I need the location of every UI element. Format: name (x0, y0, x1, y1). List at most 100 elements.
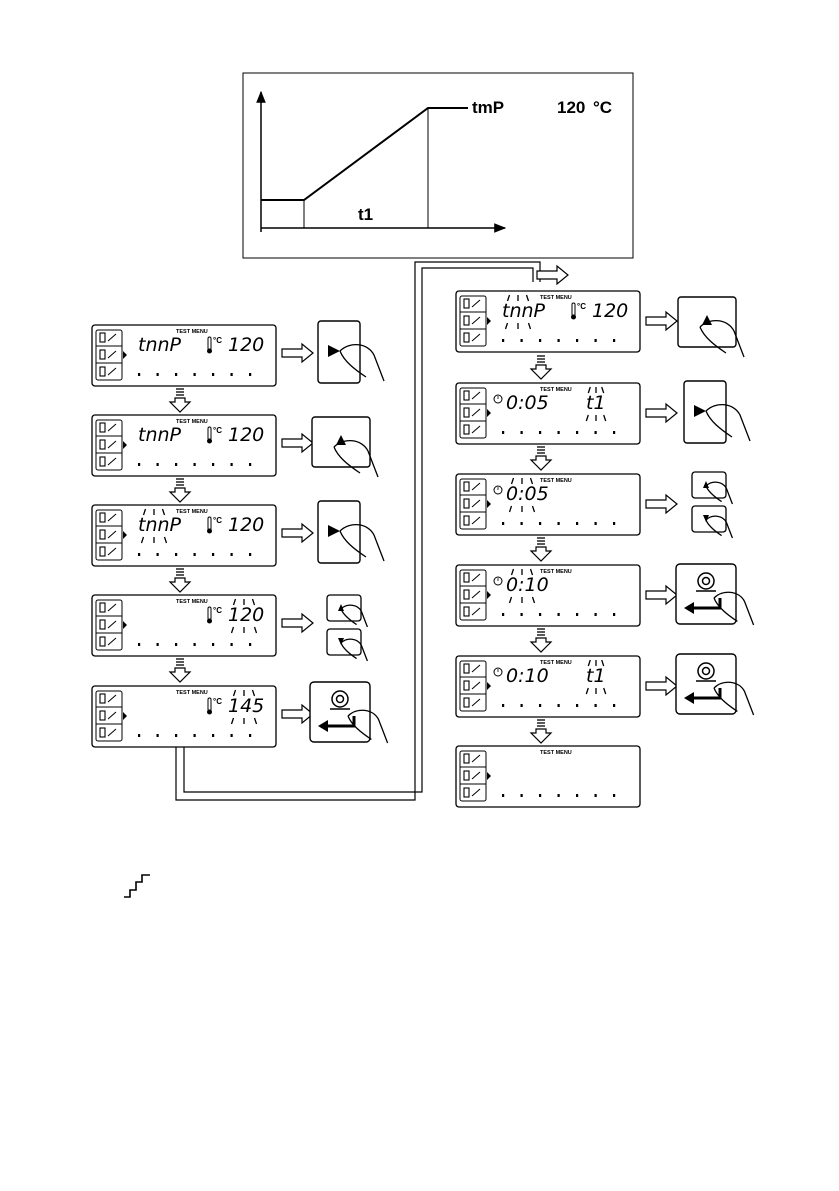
lcd-value: 120 (228, 604, 264, 626)
lcd-word: tnnP (138, 514, 182, 536)
lcd-value: 120 (228, 334, 264, 356)
right-key-button (318, 321, 384, 383)
segment-dot (502, 339, 504, 342)
segment-dot (212, 373, 214, 376)
segment-dot (613, 431, 615, 434)
segment-dot (212, 643, 214, 646)
lcd-word: tnnP (138, 424, 182, 446)
temperature-unit: °C (593, 98, 612, 117)
segment-dot (613, 522, 615, 525)
segment-dot (613, 704, 615, 707)
enter-key-button (676, 654, 754, 715)
flow-right-arrow (646, 495, 677, 513)
segment-dot (539, 704, 541, 707)
segment-dot (539, 613, 541, 616)
segment-dot (157, 734, 159, 737)
segment-dot (249, 463, 251, 466)
lcd-display: TEST MENU (456, 746, 640, 807)
segment-dot (157, 553, 159, 556)
flow-right-arrow (282, 705, 313, 723)
flow-right-arrow (282, 614, 313, 632)
flow-down-arrow (531, 356, 551, 379)
flow-down-arrow (531, 447, 551, 470)
lcd-value: 120 (592, 300, 628, 322)
lcd-time: 0:05 (506, 392, 549, 414)
segment-dot (576, 522, 578, 525)
segment-dot (194, 734, 196, 737)
segment-dot (521, 522, 523, 525)
lcd-display: TEST MENUtnnP°C120 (92, 505, 276, 566)
segment-dot (521, 339, 523, 342)
segment-dot (194, 553, 196, 556)
enter-key-button (310, 682, 388, 743)
flow-right-arrow (282, 344, 313, 362)
segment-dot (558, 794, 560, 797)
t1-label: t1 (358, 205, 373, 224)
flow-down-arrow (531, 720, 551, 743)
flow-down-arrow (170, 659, 190, 682)
right-key-button (318, 501, 384, 563)
segment-dot (521, 431, 523, 434)
temperature-ramp-graph: tmP 120 °C t1 (243, 73, 633, 258)
segment-dot (613, 613, 615, 616)
segment-dot (576, 704, 578, 707)
segment-dot (175, 643, 177, 646)
segment-dot (558, 613, 560, 616)
flow-down-arrow (170, 569, 190, 592)
lcd-display: TEST MENU0:05t1 (456, 383, 640, 444)
flow-down-arrow (170, 389, 190, 412)
segment-dot (558, 431, 560, 434)
segment-dot (576, 431, 578, 434)
segment-dot (521, 704, 523, 707)
segment-dot (231, 463, 233, 466)
lcd-t1: t1 (586, 392, 606, 414)
tmp-label: tmP (472, 98, 504, 117)
segment-dot (231, 373, 233, 376)
segment-dot (212, 553, 214, 556)
segment-dot (212, 463, 214, 466)
enter-key-button (676, 564, 754, 625)
segment-dot (576, 613, 578, 616)
segment-dot (613, 339, 615, 342)
segment-dot (138, 373, 140, 376)
segment-dot (539, 431, 541, 434)
segment-dot (138, 734, 140, 737)
flow-right-arrow (282, 524, 313, 542)
test-menu-label: TEST MENU (176, 690, 208, 696)
segment-dot (231, 553, 233, 556)
flow-right-arrow (646, 677, 677, 695)
segment-dot (212, 734, 214, 737)
segment-dot (175, 373, 177, 376)
segment-dot (576, 794, 578, 797)
lcd-display: TEST MENU0:10t1 (456, 656, 640, 717)
segment-dot (175, 553, 177, 556)
segment-dot (613, 794, 615, 797)
temperature-curve (261, 108, 468, 200)
segment-dot (595, 794, 597, 797)
flow-right-arrow (282, 434, 313, 452)
segment-dot (595, 704, 597, 707)
lcd-display: TEST MENUtnnP°C120 (92, 325, 276, 386)
up-down-key-button (692, 472, 732, 538)
segment-dot (175, 463, 177, 466)
flow-right-arrow (646, 586, 677, 604)
flow-down-arrow (170, 479, 190, 502)
segment-dot (157, 643, 159, 646)
segment-dot (249, 373, 251, 376)
segment-dot (539, 339, 541, 342)
segment-dot (249, 643, 251, 646)
celsius-unit: °C (213, 426, 222, 435)
segment-dot (249, 734, 251, 737)
segment-dot (502, 704, 504, 707)
lcd-time: 0:10 (506, 665, 549, 687)
lcd-display: TEST MENU°C145 (92, 686, 276, 747)
stair-step-icon (124, 875, 150, 897)
lcd-value: 120 (228, 424, 264, 446)
segment-dot (558, 339, 560, 342)
segment-dot (231, 734, 233, 737)
segment-dot (558, 522, 560, 525)
segment-dot (595, 339, 597, 342)
right-key-button (684, 381, 750, 443)
